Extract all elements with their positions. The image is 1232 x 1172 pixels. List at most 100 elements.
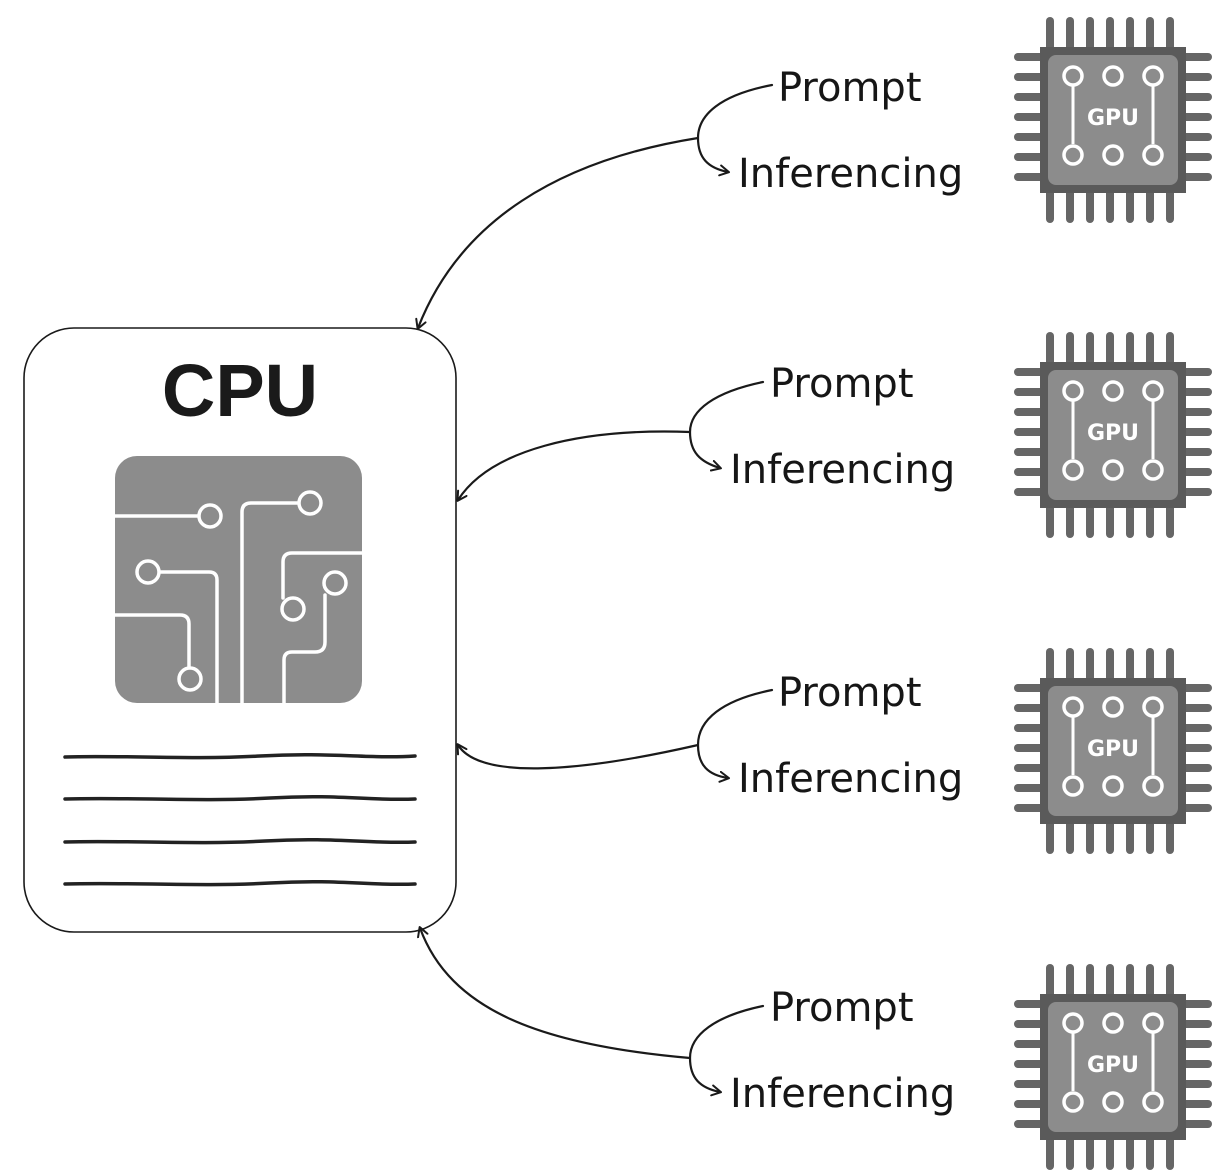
gpu-pin [1014, 804, 1044, 812]
gpu-pin [1182, 368, 1212, 376]
gpu-pad [1142, 144, 1164, 166]
gpu-pin [1166, 964, 1174, 998]
gpu-pin [1046, 964, 1054, 998]
flow-3-cpu-arrow [456, 743, 700, 770]
gpu-pin [1014, 1000, 1044, 1008]
gpu-pin [1126, 332, 1134, 366]
gpu-pin [1014, 1040, 1044, 1048]
gpu-pin [1182, 468, 1212, 476]
gpu-pin [1014, 448, 1044, 456]
gpu-pin [1182, 784, 1212, 792]
gpu-pad [1102, 1012, 1124, 1034]
flow-1-cpu-arrow [415, 136, 700, 330]
flow-4-cpu-arrow [417, 926, 692, 1060]
gpu-pad [1062, 775, 1084, 797]
gpu-pin [1182, 764, 1212, 772]
gpu-label: GPU [1087, 737, 1139, 762]
gpu-pad [1062, 696, 1084, 718]
gpu-pin [1126, 504, 1134, 538]
gpu-pin [1066, 964, 1074, 998]
gpu-pad [1102, 144, 1124, 166]
flow-1-brace-arrow [696, 83, 774, 177]
gpu-pin [1106, 1136, 1114, 1170]
gpu-pin [1014, 368, 1044, 376]
gpu-pin [1066, 332, 1074, 366]
gpu-pin [1126, 17, 1134, 51]
gpu-pad [1142, 775, 1164, 797]
gpu-pin [1086, 504, 1094, 538]
gpu-pin [1166, 820, 1174, 854]
gpu-pin [1166, 189, 1174, 223]
gpu-pin [1046, 332, 1054, 366]
gpu-pin [1086, 332, 1094, 366]
gpu-pin [1086, 820, 1094, 854]
gpu-pin [1014, 704, 1044, 712]
gpu-pin [1066, 17, 1074, 51]
gpu-pin [1182, 1100, 1212, 1108]
gpu-pin [1182, 684, 1212, 692]
gpu-pin [1014, 153, 1044, 161]
flow-3-prompt-label: Prompt [778, 670, 922, 716]
gpu-pad [1142, 1012, 1164, 1034]
gpu-pin [1106, 504, 1114, 538]
gpu-pin [1182, 1060, 1212, 1068]
gpu-pin [1066, 189, 1074, 223]
gpu-pin [1182, 1040, 1212, 1048]
gpu-pin [1066, 820, 1074, 854]
gpu-pin [1086, 964, 1094, 998]
gpu-pin [1014, 133, 1044, 141]
gpu-pin [1014, 468, 1044, 476]
gpu-pin [1014, 113, 1044, 121]
gpu-pad [1142, 65, 1164, 87]
gpu-pad [1102, 696, 1124, 718]
flow-1-prompt-label: Prompt [778, 65, 922, 111]
gpu-pin [1146, 1136, 1154, 1170]
flow-4-brace-arrow [688, 1004, 765, 1097]
gpu-pin [1046, 17, 1054, 51]
flow-2-brace-arrow [688, 380, 765, 472]
gpu-pin [1126, 820, 1134, 854]
gpu-pin [1166, 17, 1174, 51]
gpu-pin [1106, 17, 1114, 51]
gpu-pin [1166, 648, 1174, 682]
gpu-pad [1142, 380, 1164, 402]
gpu-pin [1014, 173, 1044, 181]
gpu-pin [1182, 448, 1212, 456]
gpu-pin [1182, 153, 1212, 161]
gpu-pin [1126, 964, 1134, 998]
gpu-pin [1014, 388, 1044, 396]
gpu-pad [1062, 144, 1084, 166]
flow-4: Prompt Inferencing [417, 926, 955, 1117]
gpu-pin [1182, 428, 1212, 436]
gpu-pin [1182, 388, 1212, 396]
gpu-pad [1102, 775, 1124, 797]
cpu-card: CPU [23, 327, 457, 933]
gpu-pin [1014, 408, 1044, 416]
gpu-pin [1146, 332, 1154, 366]
gpu-pin [1182, 804, 1212, 812]
flow-1: Prompt Inferencing [415, 65, 963, 330]
gpu-pin [1182, 744, 1212, 752]
gpu-pin [1182, 704, 1212, 712]
gpu-pin [1182, 1000, 1212, 1008]
gpu-pad [1062, 1012, 1084, 1034]
flow-2-cpu-arrow [456, 430, 692, 502]
gpu-pin [1014, 93, 1044, 101]
flow-2: Prompt Inferencing [456, 361, 955, 502]
gpu-pin [1086, 189, 1094, 223]
flow-4-inferencing-label: Inferencing [730, 1071, 955, 1117]
gpu-label: GPU [1087, 1053, 1139, 1078]
gpu-pin [1014, 428, 1044, 436]
gpu-pin [1106, 189, 1114, 223]
gpu-pin [1014, 744, 1044, 752]
gpu-pin [1014, 1080, 1044, 1088]
circuit-board-icon [113, 456, 364, 705]
gpu-pin [1182, 488, 1212, 496]
gpu-pin [1046, 820, 1054, 854]
flow-3: Prompt Inferencing [456, 670, 963, 802]
gpu-pad [1102, 1091, 1124, 1113]
gpu-chip-icon: GPU [1014, 648, 1212, 854]
text-placeholder-lines [63, 752, 417, 887]
